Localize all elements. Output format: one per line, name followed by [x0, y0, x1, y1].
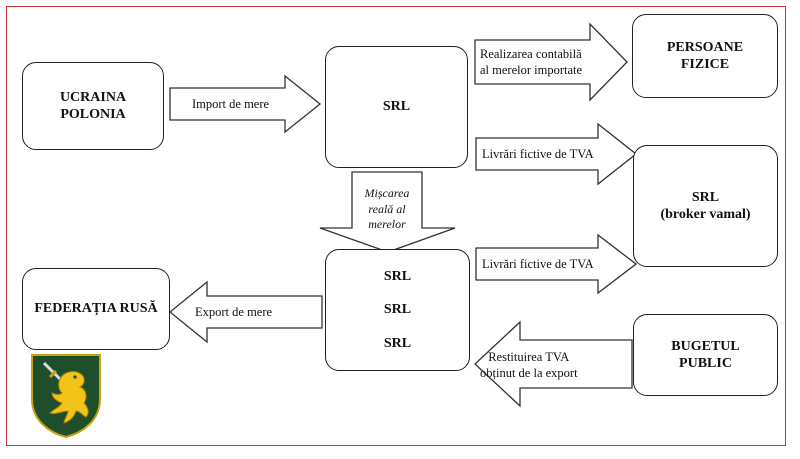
node-federatia-rusa: FEDERAȚIA RUSĂ: [22, 268, 170, 350]
node-persoane-fizice: PERSOANE FIZICE: [632, 14, 778, 98]
realizarea-label: Realizarea contabilă al merelor importat…: [480, 46, 582, 79]
miscarea-label: Mișcarea reală al merelor: [352, 186, 422, 233]
restituirea-line1: Restituirea TVA: [488, 350, 570, 364]
node-srl-broker-line1: SRL: [691, 189, 720, 205]
node-ucraina-line1: UCRAINA: [59, 89, 127, 105]
import-label: Import de mere: [192, 97, 270, 111]
import-arrow: [169, 74, 322, 134]
node-srl-group-line3: SRL: [383, 335, 412, 351]
livrari-top-label: Livrări fictive de TVA: [482, 147, 594, 161]
node-federatia-label: FEDERAȚIA RUSĂ: [34, 301, 158, 317]
restituirea-line2: obținut de la export: [480, 366, 578, 381]
node-ucraina-polonia: UCRAINA POLONIA: [22, 62, 164, 150]
miscarea-arrow: [319, 171, 456, 253]
node-ucraina-line2: POLONIA: [60, 107, 126, 122]
node-srl-top-label: SRL: [382, 99, 411, 115]
node-srl-broker-line2: (broker vamal): [660, 207, 751, 222]
restituirea-label: Restituirea TVA obținut de la export: [480, 349, 578, 382]
node-srl-group-line1: SRL: [383, 268, 412, 284]
export-label: Export de mere: [195, 305, 273, 319]
lion-shield-logo-icon: [31, 354, 101, 439]
livrari-top-arrow: [475, 122, 638, 186]
realizarea-line2: al merelor importate: [480, 63, 583, 78]
realizarea-arrow: [474, 22, 628, 102]
node-persoane-line2: FIZICE: [680, 57, 730, 72]
miscarea-line2: reală al: [368, 201, 406, 216]
node-srl-broker: SRL (broker vamal): [633, 145, 778, 267]
node-persoane-line1: PERSOANE: [666, 39, 744, 55]
miscarea-line3: merelor: [368, 217, 406, 232]
node-bugetul-public: BUGETUL PUBLIC: [633, 314, 778, 396]
export-arrow: [168, 280, 323, 344]
livrari-bottom-arrow: [475, 233, 638, 295]
node-srl-top: SRL: [325, 46, 468, 168]
node-bugetul-line2: PUBLIC: [679, 356, 732, 371]
node-bugetul-line1: BUGETUL: [671, 338, 740, 354]
restituirea-arrow: [474, 320, 633, 408]
node-srl-group: SRL SRL SRL: [325, 249, 470, 371]
node-srl-group-line2: SRL: [383, 302, 412, 318]
miscarea-line1: Mișcarea: [364, 186, 410, 200]
realizarea-line1: Realizarea contabilă: [480, 47, 582, 61]
livrari-bottom-label: Livrări fictive de TVA: [482, 257, 594, 271]
diagram-frame: [6, 6, 786, 446]
